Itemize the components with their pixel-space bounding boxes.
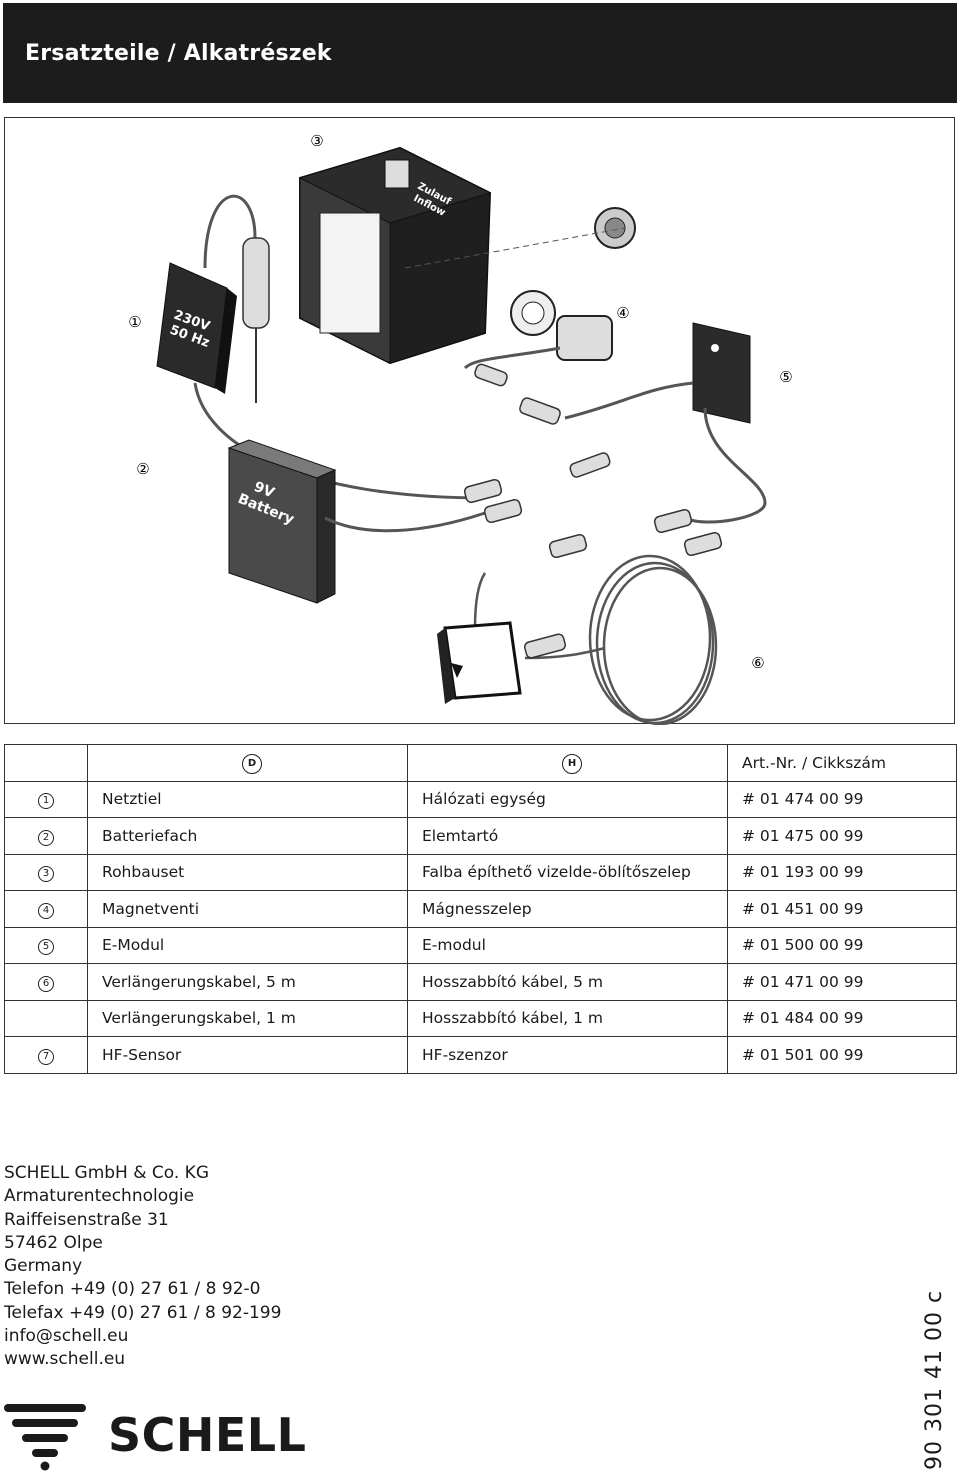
row-de: Magnetventi bbox=[87, 890, 408, 928]
header-num bbox=[4, 744, 88, 782]
callout-3: ③ bbox=[310, 132, 323, 150]
address-email: info@schell.eu bbox=[4, 1326, 129, 1347]
row-hu: Falba építhető vizelde-öblítőszelep bbox=[407, 853, 728, 891]
diagram-svg: ③ ① ④ ⑤ ② ⑥ 230V 50 Hz 9V Battery bbox=[128, 132, 793, 725]
address-city: 57462 Olpe bbox=[4, 1232, 103, 1253]
table-header-row: D H Art.-Nr. / Cikkszám bbox=[4, 744, 957, 782]
callout-1: ① bbox=[128, 313, 141, 331]
power-supply-unit: 230V 50 Hz bbox=[156, 194, 486, 500]
schell-logo: SCHELL bbox=[4, 1402, 334, 1472]
table-row: 6 Verlängerungskabel, 5 m Hosszabbító ká… bbox=[4, 963, 957, 1001]
address-country: Germany bbox=[4, 1256, 83, 1277]
row-art: # 01 484 00 99 bbox=[727, 999, 957, 1037]
row-hu: Mágnesszelep bbox=[407, 890, 728, 928]
row-de: Batteriefach bbox=[87, 817, 408, 855]
row-hu: Elemtartó bbox=[407, 817, 728, 855]
header-de: D bbox=[87, 744, 408, 782]
row-art: # 01 471 00 99 bbox=[727, 963, 957, 1001]
table-row: 4 Magnetventi Mágnesszelep # 01 451 00 9… bbox=[4, 890, 957, 928]
row-hu: HF-szenzor bbox=[407, 1036, 728, 1074]
row-number-empty bbox=[4, 999, 88, 1037]
de-flag: D bbox=[242, 753, 262, 774]
rough-in-box: Zulauf Inflow bbox=[298, 146, 492, 365]
spare-parts-diagram: ③ ① ④ ⑤ ② ⑥ 230V 50 Hz 9V Battery bbox=[4, 117, 955, 725]
row-number: 1 bbox=[38, 793, 54, 810]
address-fax: Telefax +49 (0) 27 61 / 8 92-199 bbox=[4, 1302, 282, 1323]
address-street: Raiffeisenstraße 31 bbox=[4, 1209, 169, 1230]
document-number: 90 301 41 00 c bbox=[922, 1289, 947, 1470]
battery-compartment: 9V Battery bbox=[227, 439, 486, 604]
row-art: # 01 500 00 99 bbox=[727, 926, 957, 964]
solenoid-valve bbox=[404, 207, 636, 370]
row-number: 4 bbox=[38, 902, 54, 919]
row-de: Rohbauset bbox=[87, 853, 408, 891]
logo-text: SCHELL bbox=[108, 1408, 307, 1462]
row-de: HF-Sensor bbox=[87, 1036, 408, 1074]
row-number: 2 bbox=[38, 829, 54, 846]
row-number: 7 bbox=[38, 1048, 54, 1065]
row-de: Netztiel bbox=[87, 780, 408, 818]
connectors bbox=[463, 363, 723, 659]
row-number: 6 bbox=[38, 975, 54, 992]
table-row: Verlängerungskabel, 1 m Hosszabbító kábe… bbox=[4, 999, 957, 1037]
row-hu: Hálózati egység bbox=[407, 780, 728, 818]
hu-flag: H bbox=[562, 753, 582, 774]
row-art: # 01 474 00 99 bbox=[727, 780, 957, 818]
logo-mark-icon bbox=[4, 1404, 86, 1471]
row-art: # 01 501 00 99 bbox=[727, 1036, 957, 1074]
address-company: SCHELL GmbH & Co. KG bbox=[4, 1163, 210, 1183]
address-division: Armaturentechnologie bbox=[4, 1186, 195, 1207]
e-module bbox=[564, 322, 767, 524]
row-de: E-Modul bbox=[87, 926, 408, 964]
callout-4: ④ bbox=[616, 304, 629, 322]
callout-2: ② bbox=[136, 460, 149, 478]
extension-cable-coil bbox=[473, 554, 718, 725]
header-bar: Ersatzteile / Alkatrészek bbox=[3, 3, 957, 103]
row-number: 3 bbox=[38, 866, 54, 883]
page-title: Ersatzteile / Alkatrészek bbox=[25, 41, 332, 66]
header-art: Art.-Nr. / Cikkszám bbox=[727, 744, 957, 782]
table-row: 7 HF-Sensor HF-szenzor # 01 501 00 99 bbox=[4, 1036, 957, 1074]
row-number: 5 bbox=[38, 939, 54, 956]
row-de: Verlängerungskabel, 5 m bbox=[87, 963, 408, 1001]
company-address: SCHELL GmbH & Co. KG Armaturentechnologi… bbox=[4, 1162, 281, 1372]
callout-6: ⑥ bbox=[751, 654, 764, 672]
address-website: www.schell.eu bbox=[4, 1349, 126, 1370]
row-art: # 01 475 00 99 bbox=[727, 817, 957, 855]
hf-sensor bbox=[437, 621, 522, 704]
row-art: # 01 451 00 99 bbox=[727, 890, 957, 928]
address-phone: Telefon +49 (0) 27 61 / 8 92-0 bbox=[4, 1279, 261, 1300]
parts-table: D H Art.-Nr. / Cikkszám 1 Netztiel Hálóz… bbox=[4, 744, 957, 1074]
table-row: 1 Netztiel Hálózati egység # 01 474 00 9… bbox=[4, 780, 957, 818]
callout-5: ⑤ bbox=[779, 368, 792, 386]
battery-label-voltage: 9V bbox=[252, 479, 277, 502]
row-hu: E-modul bbox=[407, 926, 728, 964]
header-hu: H bbox=[407, 744, 728, 782]
row-art: # 01 193 00 99 bbox=[727, 853, 957, 891]
row-hu: Hosszabbító kábel, 5 m bbox=[407, 963, 728, 1001]
table-row: 3 Rohbauset Falba építhető vizelde-öblít… bbox=[4, 853, 957, 891]
row-de: Verlängerungskabel, 1 m bbox=[87, 999, 408, 1037]
table-row: 2 Batteriefach Elemtartó # 01 475 00 99 bbox=[4, 817, 957, 855]
row-hu: Hosszabbító kábel, 1 m bbox=[407, 999, 728, 1037]
table-row: 5 E-Modul E-modul # 01 500 00 99 bbox=[4, 926, 957, 964]
